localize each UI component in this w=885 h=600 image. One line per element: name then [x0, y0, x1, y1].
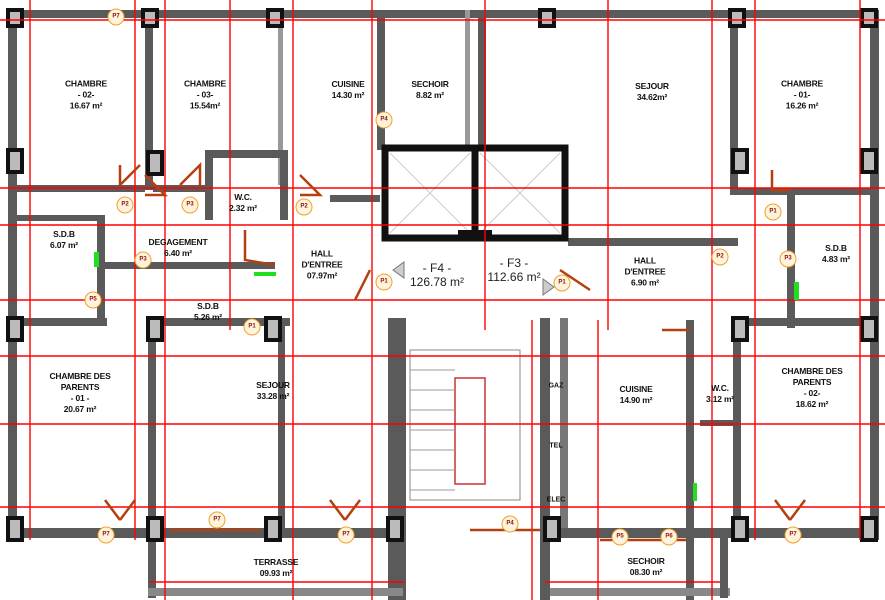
door-tag: P1: [243, 318, 261, 336]
unit-f3-label: - F3 -112.66 m²: [487, 256, 541, 284]
door-tag: P3: [134, 251, 152, 269]
room-chambre-02: CHAMBRE- 02-16.67 m²: [64, 78, 108, 111]
unit-f4-label: - F4 -126.78 m²: [409, 261, 465, 289]
door-tag: P5: [84, 291, 102, 309]
door-tag: P7: [107, 8, 125, 26]
door-tag: P2: [116, 196, 134, 214]
door-tag: P7: [208, 511, 226, 529]
f3-entry-arrow: [542, 278, 555, 296]
door-tag: P4: [375, 111, 393, 129]
door-swings: [104, 161, 806, 542]
door-tag: P5: [611, 528, 629, 546]
room-wc-f4: W.C.2.32 m²: [229, 192, 257, 213]
f4-entry-arrow: [392, 261, 405, 279]
door-tag: P1: [375, 273, 393, 291]
shaft-elec: ELEC: [546, 496, 566, 504]
door-tag: P3: [779, 250, 797, 268]
door-tag: P7: [784, 526, 802, 544]
door-tag: P1: [553, 274, 571, 292]
door-tag: P4: [501, 515, 519, 533]
walls: [8, 10, 879, 600]
door-tag: P2: [295, 198, 313, 216]
pillars: [6, 8, 878, 542]
green-markers: [94, 252, 799, 501]
door-tag: P7: [97, 526, 115, 544]
room-chambre-01: CHAMBRE- 01-16.26 m²: [780, 78, 824, 111]
shaft-tel: TEL: [549, 442, 563, 450]
unit-arrows: [392, 261, 555, 296]
door-tag: P6: [660, 528, 678, 546]
shaft-gaz: GAZ: [548, 382, 564, 390]
door-tag: P1: [764, 203, 782, 221]
room-chambre-03: CHAMBRE- 03-15.54m²: [183, 78, 227, 111]
door-tag: P3: [181, 196, 199, 214]
door-tag: P7: [337, 526, 355, 544]
room-wc-f3: W.C.3.12 m²: [706, 383, 734, 404]
door-tag: P2: [711, 248, 729, 266]
stair-cores: [381, 144, 569, 501]
